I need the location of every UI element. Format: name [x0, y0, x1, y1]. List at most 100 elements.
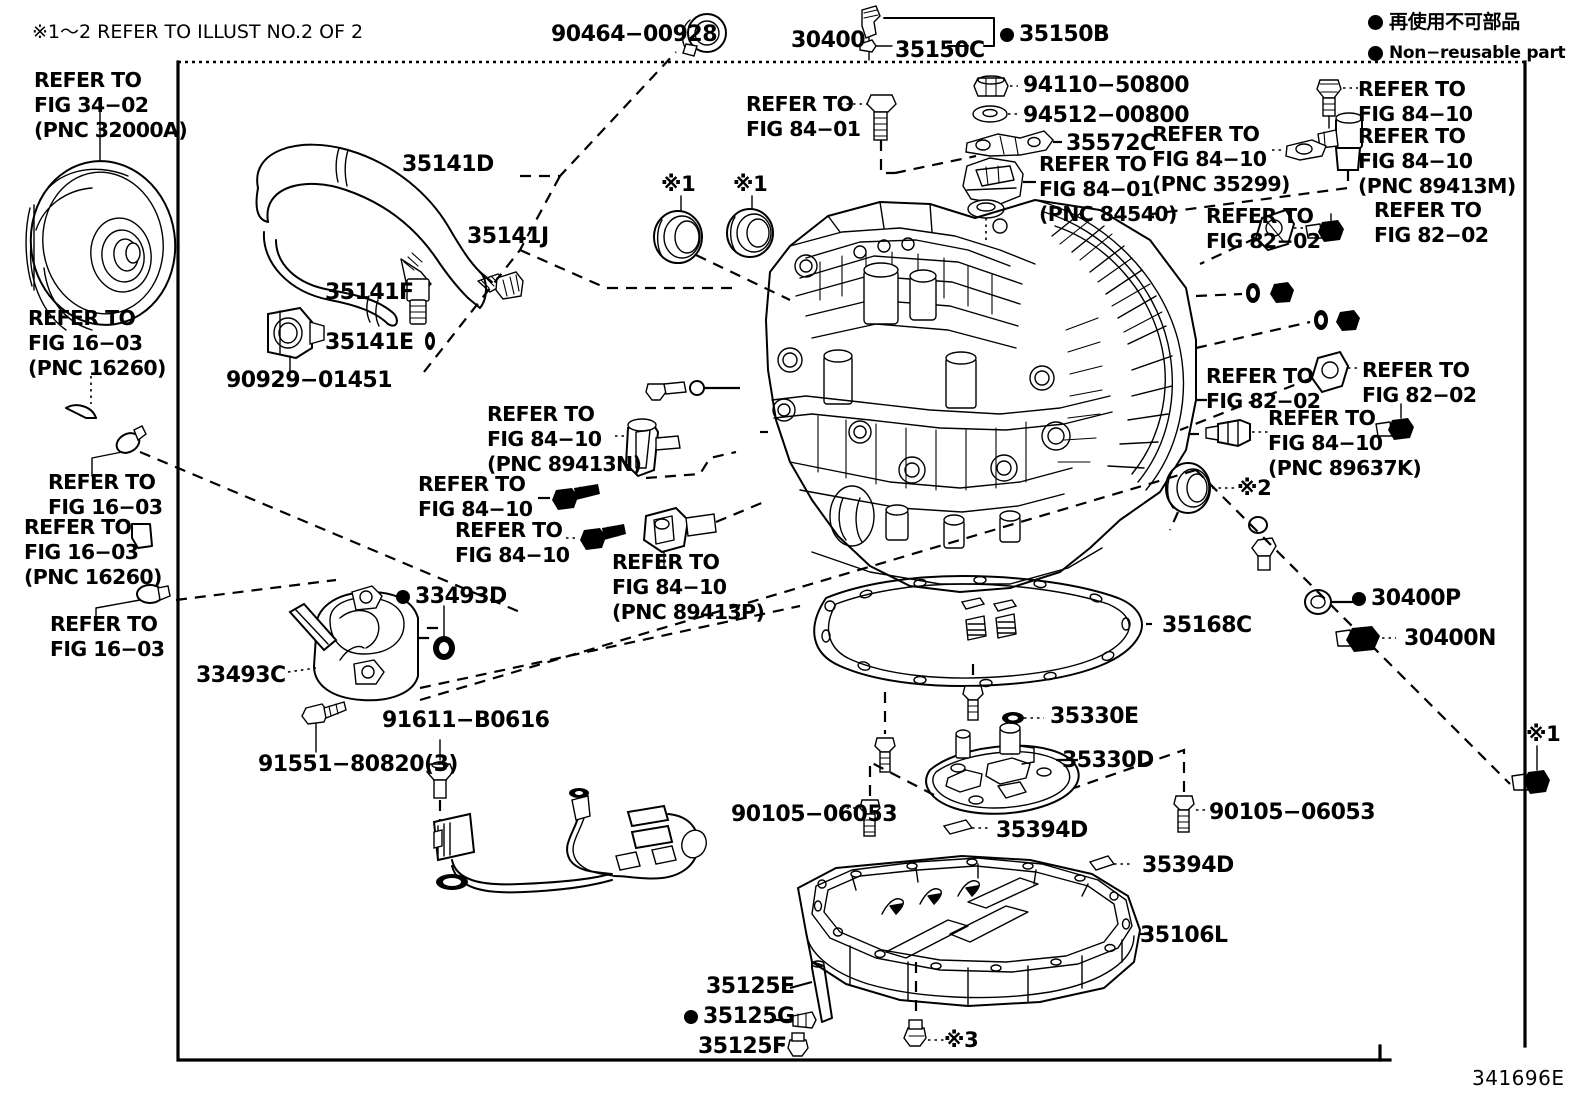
label-30400p: 30400P [1352, 586, 1461, 611]
label-30400n: 30400N [1404, 626, 1496, 651]
bolt-top-mid-illustration [645, 380, 740, 401]
label-35572c: 35572C [1066, 131, 1156, 156]
bolt-35125f-illustration [768, 1032, 809, 1057]
label-35150c: 35150C [895, 38, 985, 63]
washer-94512-illustration [972, 105, 1018, 123]
bolt-91611-illustration [426, 739, 454, 820]
oil-pan-35106l-illustration [797, 855, 1152, 1007]
oring-35125g-illustration [770, 1011, 817, 1029]
illust-note: ※1～2 REFER TO ILLUST NO.2 OF 2 [32, 21, 364, 43]
label-pnc-32000a: REFER TO FIG 34−02 (PNC 32000A) [34, 68, 188, 142]
label-35125g: 35125G [684, 1004, 795, 1029]
leader-dash-seal [695, 254, 791, 301]
connector-fig1603-b-illustration [91, 425, 147, 477]
connector-fig1603-d-illustration [95, 584, 171, 627]
torque-converter-illustration [25, 107, 177, 331]
drain-plug-star3-illustration [903, 962, 944, 1047]
hose-clamp-90929-illustration [267, 306, 325, 373]
bolt-strainer-top-illustration [962, 664, 984, 721]
sensor-pnc89637k-illustration [1188, 418, 1268, 448]
oring-bolt-right-illustration [1248, 516, 1277, 571]
label-star1-a: ※1 [661, 172, 696, 196]
label-fig-84-01-a: REFER TO FIG 84−01 [746, 92, 861, 141]
washer-30400p-illustration [1304, 589, 1358, 615]
oring-35330e-illustration [1002, 712, 1044, 724]
bolt-strainer-left-illustration [874, 692, 896, 773]
leader-dash-left-long [139, 450, 521, 614]
bolt-fig8202-b-illustration [1305, 213, 1344, 242]
transmission-case-illustration [765, 199, 1197, 593]
bracket-pnc35299-illustration [1272, 139, 1327, 161]
label-fig-82-02-c: REFER TO FIG 82−02 [1206, 364, 1321, 413]
sensor-pnc89413n-illustration [612, 418, 737, 480]
bolt-fig8202-d-illustration [1375, 403, 1414, 440]
label-fig-16-03-b: REFER TO FIG 16−03 [48, 470, 163, 519]
label-35125f: 35125F [698, 1034, 787, 1059]
leader-dash-left-long3 [419, 604, 801, 690]
label-94512-00800: 94512−00800 [1023, 103, 1190, 128]
bolt-fig8410-topright-illustration [1316, 79, 1358, 129]
legend-row-jp: 再使用不可部品 [1368, 10, 1565, 35]
bolt-90105-right-illustration [1073, 748, 1206, 833]
label-35150b: 35150B [1000, 22, 1110, 47]
magnet-35394d-b-illustration [1088, 855, 1132, 871]
leader-dash-hose2 [519, 248, 740, 290]
sensor-pnc89413p-illustration [642, 500, 765, 569]
label-30400: 30400 [791, 28, 866, 53]
plug-30400n-illustration [1335, 626, 1396, 652]
label-90105-06053-right: 90105−06053 [1209, 800, 1376, 825]
oil-seal-star1-a-illustration [653, 195, 703, 264]
connector-fig1603-c-illustration [131, 523, 153, 549]
small-parts-right-upper [1195, 282, 1360, 350]
fitting-35141j-illustration [477, 271, 524, 300]
speed-sensor-pnc89413m-illustration [1151, 112, 1374, 216]
label-90929-01451: 90929−01451 [226, 368, 393, 393]
frame [176, 60, 1527, 1062]
legend-row-en: Non−reusable part [1368, 41, 1566, 66]
label-fig-16-03-d: REFER TO FIG 16−03 [50, 612, 165, 661]
non-reusable-dot-icon-2 [396, 590, 410, 604]
clamp-90464-illustration [681, 13, 727, 57]
label-35141j: 35141J [467, 224, 549, 249]
magnet-35394d-a-illustration [942, 819, 988, 835]
non-reusable-dot-icon-4 [684, 1010, 698, 1024]
bracket-fig8202-c-illustration [1179, 350, 1360, 432]
label-91551-80820: 91551−80820(3) [258, 752, 458, 777]
oil-seal-star1-b-illustration [726, 195, 774, 258]
diagram-id-code: 341696E [1472, 1066, 1565, 1090]
nut-94110-illustration [973, 75, 1018, 97]
label-35394d-b: 35394D [1142, 853, 1234, 878]
label-33493d-text: 33493D [415, 584, 507, 609]
non-reusable-dot-icon-3 [1352, 592, 1366, 606]
bolt-star1-farright-illustration [1195, 469, 1550, 794]
label-35125e: 35125E [706, 974, 795, 999]
bolt-fig8410-m2-illustration [566, 524, 626, 550]
label-94110-50800: 94110−50800 [1023, 73, 1190, 98]
label-33493d: 33493D [396, 584, 507, 609]
label-90105-06053-left: 90105−06053 [731, 802, 898, 827]
sensor-pnc84540-illustration [962, 157, 1036, 242]
bolt-fig8401-illustration [840, 94, 897, 175]
label-fig-82-02-d: REFER TO FIG 82−02 [1362, 358, 1477, 407]
label-35141f: 35141F [325, 280, 414, 305]
oil-pan-gasket-35168c-illustration [813, 575, 1152, 688]
leader-dash-hose [423, 175, 561, 373]
label-pnc-89413m: REFER TO FIG 84−10 (PNC 89413M) [1358, 124, 1516, 198]
label-star1-c: ※1 [1526, 722, 1561, 746]
label-star3: ※3 [944, 1028, 979, 1052]
label-90464-00928: 90464−00928 [551, 22, 718, 47]
connector-fig1603-a-illustration [65, 376, 97, 419]
label-fig-82-02-a: REFER TO FIG 82−02 [1206, 204, 1321, 253]
label-fig-84-10-topright: REFER TO FIG 84−10 [1358, 77, 1473, 126]
legend-text-jp: 再使用不可部品 [1389, 11, 1520, 33]
oil-pump-33493c-illustration [287, 585, 438, 702]
bolt-90105-left-illustration [840, 760, 937, 837]
union-bolt-35141f-illustration [400, 252, 432, 325]
label-pnc-89413n: REFER TO FIG 84−10 (PNC 89413N) [487, 402, 642, 476]
leader-dash-left-long4 [419, 468, 1197, 702]
label-35168c: 35168C [1162, 613, 1252, 638]
label-35330e: 35330E [1050, 704, 1139, 729]
label-35330d: 35330D [1062, 748, 1154, 773]
